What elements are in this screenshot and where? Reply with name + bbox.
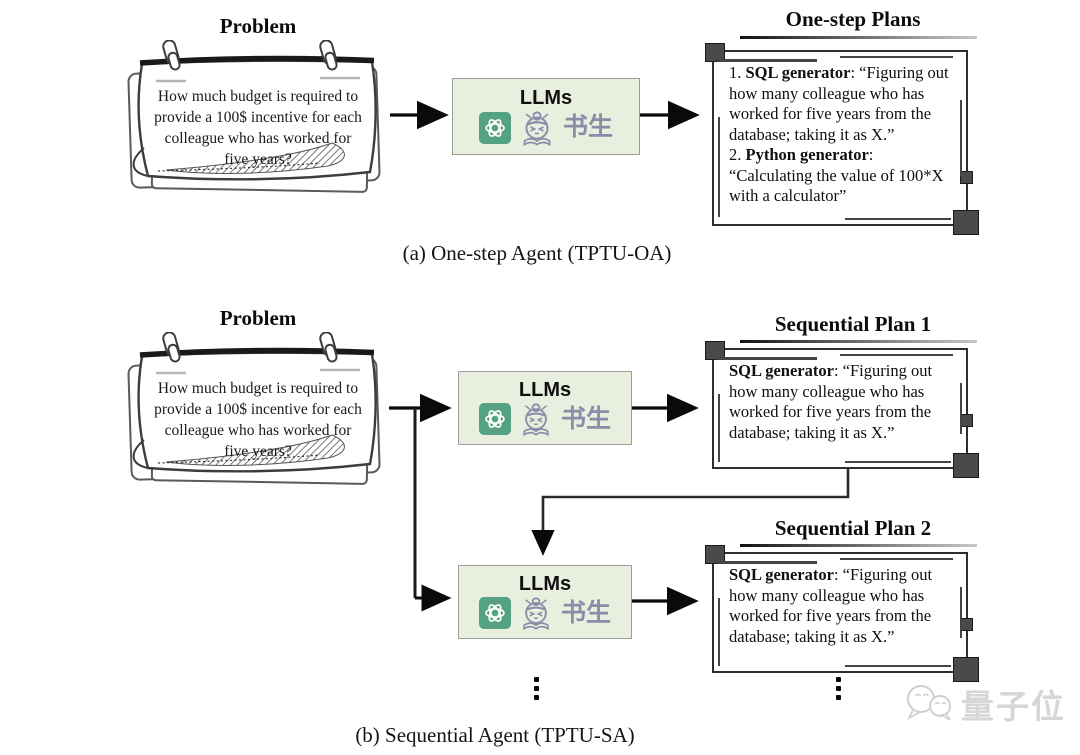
problem-text-a: How much budget is required to provide a… — [154, 88, 362, 168]
one-step-plans-title: One-step Plans — [785, 7, 921, 31]
mascot-label: 书生 — [560, 598, 611, 627]
title-rule — [740, 544, 977, 547]
watermark-label: 量子位 — [961, 688, 1066, 725]
title-rule — [740, 36, 977, 39]
sequential-plan-1-text: SQL generator: “Figuring out how many co… — [729, 361, 955, 443]
frame-decoration — [960, 586, 962, 639]
frame-corner-square — [705, 43, 725, 62]
llm-box-a: LLMs 书生 — [452, 78, 640, 155]
llm-box-b-top: LLMs 书生 — [458, 371, 632, 445]
ellipsis-vertical-icon — [534, 677, 539, 700]
frame-decoration — [960, 100, 962, 176]
frame-corner-square — [953, 210, 979, 235]
wechat-chat-bubbles-icon — [907, 685, 951, 721]
title-rule — [740, 340, 977, 343]
one-step-plans-frame: 1. SQL generator: “Figuring out how many… — [705, 43, 979, 235]
caption-b: (b) Sequential Agent (TPTU-SA) — [355, 723, 635, 747]
frame-decoration — [960, 382, 962, 435]
shusheng-mascot-icon — [523, 597, 549, 630]
plan-item: SQL generator: “Figuring out how many co… — [729, 361, 933, 442]
sequential-plan-1-frame: SQL generator: “Figuring out how many co… — [705, 341, 979, 478]
frame-decoration — [840, 56, 954, 58]
watermark: 量子位 — [903, 680, 1066, 728]
frame-side-square — [960, 171, 973, 184]
llm-box-b-bottom: LLMs 书生 — [458, 565, 632, 639]
frame-decoration — [840, 354, 954, 356]
openai-icon — [478, 597, 511, 629]
llm-box-title: LLMs — [518, 379, 572, 401]
plan-item: 1. SQL generator: “Figuring out how many… — [729, 63, 949, 144]
plan-item: 2. Python generator: “Calculating the va… — [729, 145, 944, 205]
frame-decoration — [718, 598, 720, 667]
openai-icon — [478, 403, 511, 435]
mascot-label: 书生 — [562, 113, 613, 141]
frame-decoration — [718, 394, 720, 463]
llm-box-title: LLMs — [519, 86, 573, 109]
plan-item: SQL generator: “Figuring out how many co… — [729, 565, 933, 646]
frame-decoration — [716, 561, 818, 564]
problem-text-b: How much budget is required to provide a… — [154, 380, 362, 460]
mascot-label: 书生 — [560, 404, 611, 433]
frame-corner-square — [953, 453, 979, 478]
caption-a: (a) One-step Agent (TPTU-OA) — [402, 241, 672, 265]
one-step-plan-text: 1. SQL generator: “Figuring out how many… — [729, 63, 955, 207]
frame-decoration — [716, 59, 818, 62]
sequential-plan-1-title: Sequential Plan 1 — [774, 312, 932, 336]
frame-corner-square — [953, 657, 979, 682]
frame-decoration — [840, 558, 954, 560]
shusheng-mascot-icon — [523, 110, 551, 146]
llm-box-title: LLMs — [518, 573, 572, 595]
sequential-plan-2-title: Sequential Plan 2 — [774, 516, 932, 540]
sequential-plan-2-text: SQL generator: “Figuring out how many co… — [729, 565, 955, 647]
problem-title-b: Problem — [219, 306, 297, 330]
ellipsis-vertical-icon — [836, 677, 841, 700]
frame-decoration — [716, 357, 818, 360]
sequential-plan-2-frame: SQL generator: “Figuring out how many co… — [705, 545, 979, 682]
shusheng-mascot-icon — [523, 403, 549, 436]
problem-note-b: How much budget is required to provide a… — [122, 332, 394, 490]
openai-icon — [478, 111, 511, 144]
frame-decoration — [845, 461, 951, 463]
frame-decoration — [718, 117, 720, 218]
frame-decoration — [845, 665, 951, 667]
frame-decoration — [845, 218, 951, 220]
problem-note-a: How much budget is required to provide a… — [122, 40, 394, 198]
frame-corner-square — [705, 545, 725, 564]
frame-corner-square — [705, 341, 725, 360]
problem-title-a: Problem — [219, 14, 297, 38]
